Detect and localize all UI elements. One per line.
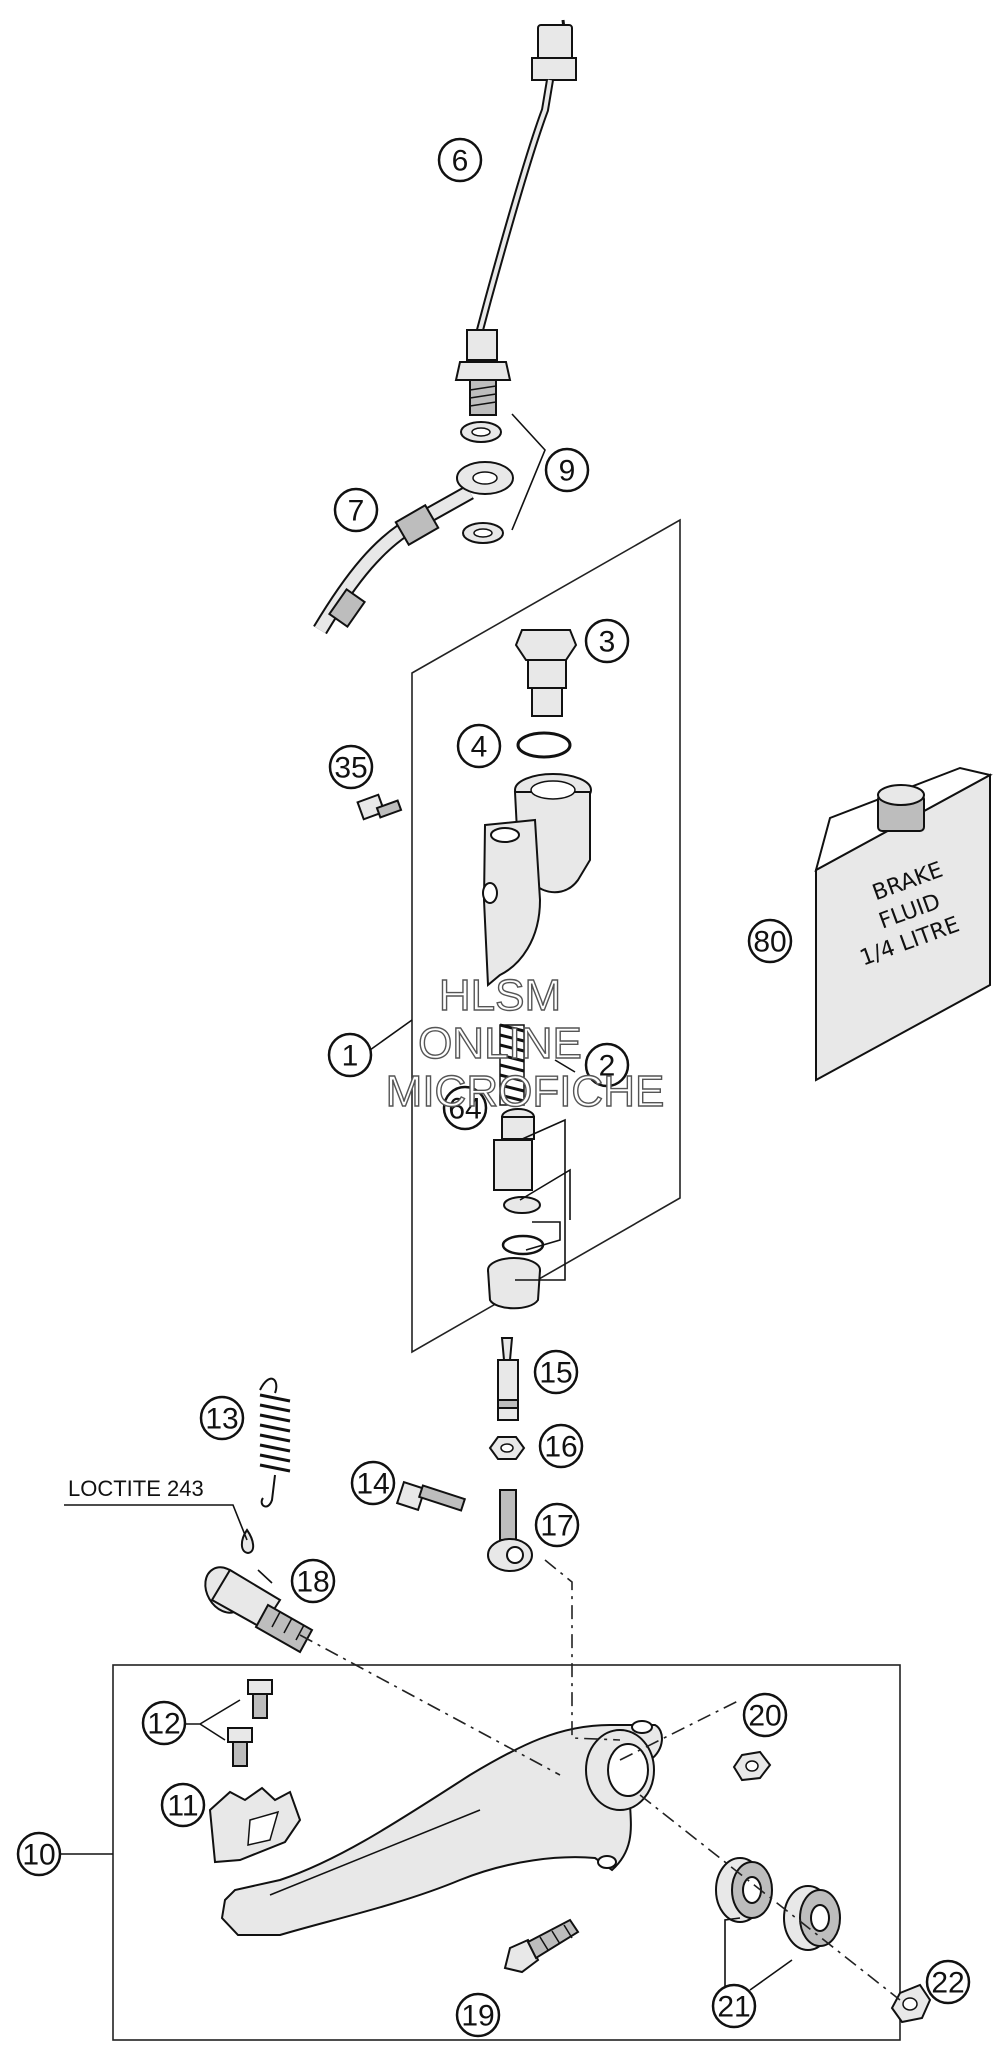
master-cylinder-group-frame (411, 518, 681, 1354)
callout-20: 20 (742, 1692, 788, 1738)
brake-pedal (220, 1720, 663, 1936)
callout-21: 21 (711, 1983, 757, 2029)
svg-text:11: 11 (167, 1790, 198, 1823)
svg-text:10: 10 (22, 1839, 55, 1872)
callout-3: 3 (584, 618, 630, 664)
return-spring (259, 1377, 291, 1508)
pedal-nut (732, 1750, 772, 1782)
callout-64: 64 (442, 1085, 488, 1131)
svg-text:16: 16 (544, 1431, 577, 1464)
watermark-line2: ONLINE (418, 1019, 582, 1068)
reservoir-connector (514, 629, 578, 717)
svg-text:19: 19 (461, 2000, 494, 2033)
piston-assembly (487, 1108, 545, 1310)
callout-4: 4 (456, 723, 502, 769)
svg-text:2: 2 (599, 1050, 616, 1083)
svg-text:7: 7 (348, 495, 365, 528)
step-screw-upper (247, 1679, 273, 1719)
brake-pedal-group-frame (112, 1664, 901, 2041)
watermark-line1: HLSM (439, 971, 561, 1020)
collar-nut (890, 1983, 932, 2024)
callout-19: 19 (455, 1992, 501, 2038)
loctite-note: LOCTITE 243 (68, 1476, 204, 1501)
pivot-bolt (204, 1566, 314, 1654)
callout-9: 9 (544, 447, 590, 493)
o-ring (516, 731, 572, 759)
brake-fluid-can: BRAKE FLUID 1/4 LITRE (814, 766, 993, 1082)
callout-14: 14 (350, 1460, 396, 1506)
piston-spring (499, 1023, 525, 1106)
svg-text:3: 3 (599, 626, 616, 659)
bearing-1 (715, 1857, 773, 1923)
callout-6: 6 (437, 137, 483, 183)
circlip (501, 1234, 545, 1256)
brake-light-switch (454, 19, 577, 416)
svg-text:80: 80 (753, 926, 786, 959)
svg-text:1: 1 (342, 1040, 359, 1073)
bearing-2 (783, 1885, 841, 1951)
callout-1: 1 (327, 1032, 373, 1078)
callout-22: 22 (925, 1959, 971, 2005)
svg-text:4: 4 (471, 731, 488, 764)
watermark-line3: MICROFICHE (386, 1067, 665, 1116)
lock-nut (488, 1436, 526, 1460)
callout-11: 11 (160, 1782, 206, 1828)
callout-7: 7 (333, 487, 379, 533)
push-rod (497, 1337, 519, 1421)
callout-2: 2 (584, 1042, 630, 1088)
callout-15: 15 (533, 1349, 579, 1395)
callout-16: 16 (538, 1423, 584, 1469)
svg-text:9: 9 (559, 455, 576, 488)
bleeder-screw (356, 793, 403, 821)
clevis-bolt (395, 1480, 467, 1512)
step-screw-lower (227, 1727, 253, 1767)
watermark: HLSM ONLINE MICROFICHE (385, 970, 665, 1116)
rod-end (487, 1489, 533, 1572)
svg-text:17: 17 (540, 1510, 573, 1543)
callout-10: 10 (16, 1831, 62, 1877)
callout-13: 13 (199, 1395, 245, 1441)
callout-12: 12 (141, 1700, 187, 1746)
svg-text:6: 6 (452, 145, 469, 178)
callout-17: 17 (534, 1502, 580, 1548)
svg-text:12: 12 (147, 1708, 180, 1741)
svg-text:35: 35 (334, 752, 367, 785)
svg-text:20: 20 (748, 1700, 781, 1733)
svg-text:14: 14 (356, 1468, 389, 1501)
master-cylinder-body (482, 773, 592, 988)
svg-text:64: 64 (448, 1093, 481, 1126)
callout-35: 35 (328, 744, 374, 790)
svg-text:18: 18 (296, 1566, 329, 1599)
svg-text:15: 15 (539, 1357, 572, 1390)
callout-18: 18 (290, 1558, 336, 1604)
svg-text:21: 21 (717, 1991, 750, 2024)
pedal-stop-bolt (503, 1918, 580, 1974)
brake-hose (313, 461, 514, 635)
svg-text:13: 13 (205, 1403, 238, 1436)
callout-80: 80 (747, 918, 793, 964)
foot-step-plate (208, 1786, 302, 1864)
svg-text:22: 22 (931, 1967, 964, 2000)
